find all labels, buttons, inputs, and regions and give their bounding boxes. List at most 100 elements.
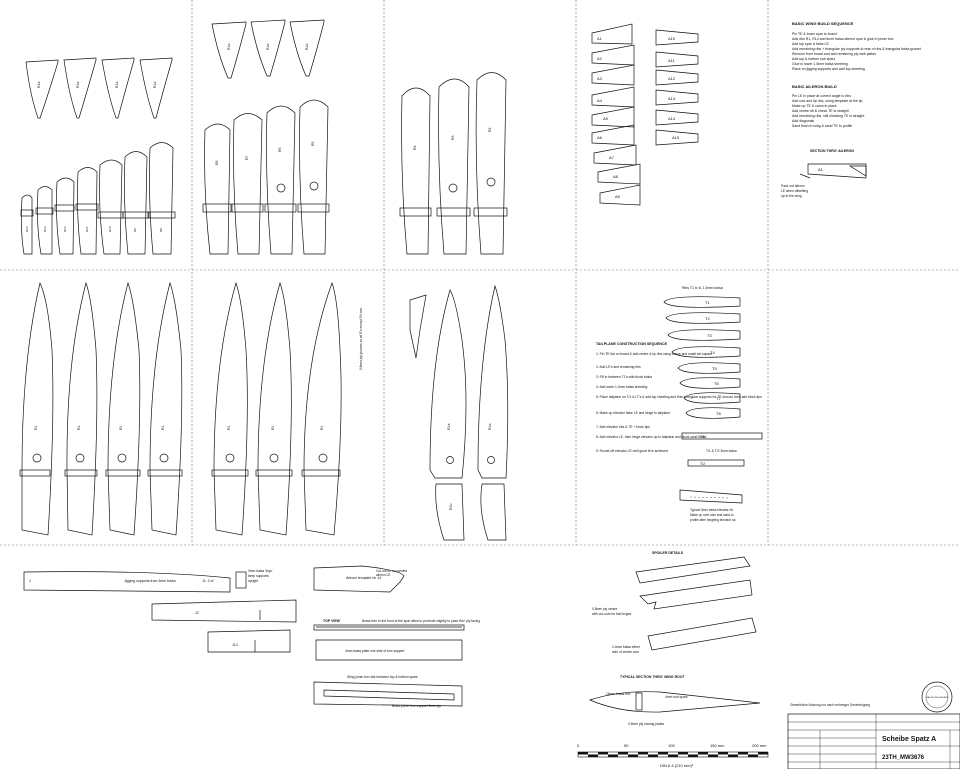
aileron-rib-A14: A14	[655, 109, 699, 126]
rib-R1a-2: R1a	[63, 57, 97, 119]
svg-text:Add ribs R1, R14 and 6mm balsa: Add ribs R1, R14 and 6mm balsa aileron s…	[792, 37, 894, 41]
svg-text:up to the wing: up to the wing	[781, 194, 802, 198]
svg-text:R1: R1	[271, 425, 275, 430]
panel-build-sequence: BASIC WING BUILD SEQUENCE Pin TE & lower…	[781, 21, 921, 198]
svg-text:R1: R1	[34, 425, 38, 430]
rib-R7: R7	[231, 113, 264, 255]
aileron-rib-A11: A11	[655, 51, 699, 68]
svg-text:Wing joiner box sits between t: Wing joiner box sits between top & botto…	[347, 675, 418, 679]
svg-text:T6: T6	[714, 381, 719, 386]
rib-R1-g: R1	[301, 281, 342, 536]
panel-long-ribs-1: R1 R1 R1 R1	[19, 281, 183, 536]
aileron-rib-A10: A10	[655, 29, 699, 46]
rib-R8: R8	[202, 123, 232, 255]
svg-text:LE when offsetting: LE when offsetting	[781, 189, 808, 193]
svg-text:TYPICAL SECTION THRO' WING ROO: TYPICAL SECTION THRO' WING ROOT	[620, 675, 686, 679]
panel-jigging-supports: J Jigging supports from 3mm balsa J1: 2 …	[23, 569, 297, 653]
panel-wing-ribs-small: R1a R1a R1a R1a R14 R13 R12 R11 R10 R9 R…	[20, 57, 176, 255]
svg-text:Aileron template rib 14: Aileron template rib 14	[346, 576, 381, 580]
svg-text:R10: R10	[108, 226, 112, 232]
svg-text:R1a: R1a	[227, 44, 231, 50]
svg-text:with cut-outs for flat hinges: with cut-outs for flat hinges	[592, 612, 632, 616]
spar-R1a-2: R1a	[477, 284, 509, 479]
svg-text:T1: T1	[705, 300, 710, 305]
svg-text:A14: A14	[668, 116, 676, 121]
aileron-rib-A8: A8	[597, 163, 641, 185]
rib-R10: R10	[97, 159, 124, 255]
svg-text:A11: A11	[668, 58, 676, 63]
svg-text:A3: A3	[597, 76, 603, 81]
svg-text:R8: R8	[215, 160, 219, 165]
rib-R1a-7: R1a	[289, 19, 325, 77]
svg-text:Glue in lower 1.5mm balsa shee: Glue in lower 1.5mm balsa sheeting	[792, 62, 848, 66]
panel-wing-ribs-large: R4 R3 R2	[399, 72, 508, 255]
aileron-rib-A15: A15	[655, 129, 699, 146]
svg-text:Make up over-size and sand to: Make up over-size and sand to	[690, 513, 734, 517]
svg-text:T5: T5	[712, 366, 717, 371]
svg-text:R1a: R1a	[305, 44, 309, 50]
rib-R1-f: R1	[255, 281, 293, 536]
svg-text:A5: A5	[603, 116, 609, 121]
svg-text:R1a: R1a	[153, 82, 157, 88]
wing-build-title: BASIC WING BUILD SEQUENCE	[792, 21, 854, 26]
rib-R1-d: R1	[147, 281, 183, 536]
svg-text:A12: A12	[668, 76, 676, 81]
panel-top-view: TOP VIEW Brass tree to the front of the …	[313, 619, 480, 708]
svg-text:R13: R13	[43, 226, 47, 232]
rib-R1a-3: R1a	[101, 57, 135, 119]
rib-R1-c: R1	[105, 281, 141, 536]
rib-R5: R5	[297, 99, 330, 255]
svg-text:T4: T4	[710, 350, 715, 355]
rib-R1a-4: R1a	[139, 57, 173, 119]
svg-text:0: 0	[577, 743, 580, 748]
svg-text:R1a: R1a	[76, 82, 80, 88]
tail-rib-T1: T1	[663, 296, 741, 308]
svg-text:A2: A2	[597, 56, 603, 61]
svg-text:side of centre core: side of centre core	[612, 650, 639, 654]
svg-text:16mm brass box: 16mm brass box	[606, 692, 631, 696]
svg-text:Add top & bottom sub spars: Add top & bottom sub spars	[792, 57, 835, 61]
rib-R13: R13	[35, 186, 54, 255]
aileron-rib-A6: A6	[591, 124, 635, 146]
svg-text:0.8mm ply closing plates: 0.8mm ply closing plates	[628, 722, 664, 726]
svg-text:keep supports: keep supports	[248, 574, 269, 578]
svg-text:100: 100	[668, 743, 675, 748]
svg-text:Jigging supports from 3mm bals: Jigging supports from 3mm balsa	[124, 579, 176, 583]
svg-text:R1a: R1a	[115, 82, 119, 88]
svg-text:R5: R5	[311, 141, 315, 146]
svg-text:T/1 & T/2 3mm balsa: T/1 & T/2 3mm balsa	[706, 449, 737, 453]
svg-text:A1: A1	[818, 167, 824, 172]
svg-text:2: Add LE's and remaining ribs: 2: Add LE's and remaining ribs	[596, 365, 641, 369]
svg-text:aileron LE: aileron LE	[376, 573, 390, 577]
svg-text:Brass joiner box support 3mm p: Brass joiner box support 3mm ply	[392, 704, 441, 708]
scale-bar: 0 50 100 150 mm 200 mm DIN A 4 (210 mm)²	[577, 743, 769, 768]
svg-text:T8: T8	[716, 411, 721, 416]
rib-R1a-6: R1a	[250, 19, 286, 77]
svg-text:R3: R3	[451, 135, 455, 140]
svg-text:R1: R1	[119, 425, 123, 430]
svg-text:R6: R6	[278, 147, 282, 152]
svg-text:8: Add elevator LE, then hinge: 8: Add elevator LE, then hinge elevator …	[596, 435, 705, 439]
svg-text:DIN A 4 (210 mm)²: DIN A 4 (210 mm)²	[660, 763, 694, 768]
aileron-rib-A5: A5	[591, 106, 635, 128]
svg-text:Scheibe Spatz A: Scheibe Spatz A	[882, 736, 936, 743]
rib-R1-e: R1	[211, 281, 249, 536]
svg-text:Sand flush to wing & sand TE t: Sand flush to wing & sand TE to profile	[792, 124, 852, 128]
svg-text:Add remaining ribs, still chec: Add remaining ribs, still checking TE is…	[792, 114, 864, 118]
svg-text:4mm sub spars: 4mm sub spars	[665, 695, 688, 699]
svg-text:J1: 2 of: J1: 2 of	[202, 579, 214, 583]
spar-R1a-1: R1a	[429, 289, 467, 479]
svg-text:A9: A9	[615, 194, 621, 199]
svg-text:A6: A6	[597, 135, 603, 140]
svg-text:Brass tree to the front of the: Brass tree to the front of the spar allo…	[362, 619, 480, 623]
maker-stamp	[921, 681, 953, 713]
svg-text:6: Make up elevator false LE a: 6: Make up elevator false LE and hinge t…	[596, 411, 670, 415]
svg-text:profile after hingeing elevato: profile after hingeing elevator up	[690, 518, 736, 522]
rib-R1-b: R1	[64, 281, 98, 536]
rib-R1a-5: R1a	[211, 21, 247, 79]
svg-text:A8: A8	[613, 174, 619, 179]
svg-text:7: Add elevator ribs & TE + bl: 7: Add elevator ribs & TE + block tips	[596, 425, 650, 429]
svg-text:4: Add lower 1.2mm balsa sheet: 4: Add lower 1.2mm balsa sheeting	[596, 385, 647, 389]
svg-text:R1: R1	[227, 425, 231, 430]
